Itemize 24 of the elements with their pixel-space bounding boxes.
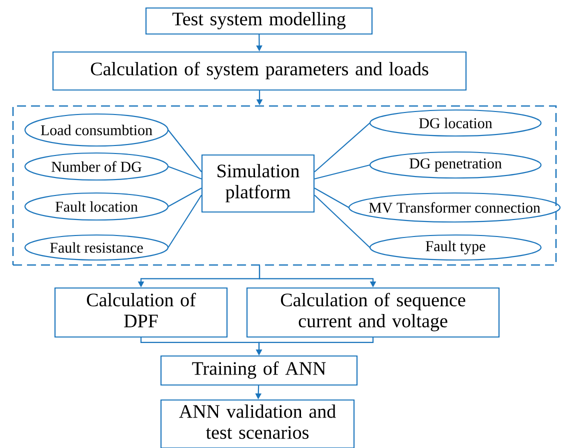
- ellipse-node: Number of DG: [24, 152, 169, 181]
- ellipse-node: Fault type: [369, 234, 542, 261]
- connector: [168, 130, 202, 172]
- ellipse-node: Load consumbtion: [24, 113, 169, 147]
- ellipse-node: Fault resistance: [24, 234, 169, 261]
- process-box: Simulation platform: [201, 154, 315, 213]
- connector: [314, 164, 370, 180]
- process-box: Calculation of DPF: [54, 287, 228, 338]
- process-box: Training of ANN: [160, 355, 358, 386]
- connector: [314, 194, 370, 248]
- dashed-frame: [12, 105, 557, 266]
- process-box: Calculation of sequence current and voltage: [246, 287, 500, 338]
- connector: [168, 194, 202, 248]
- ellipse-node: DG location: [369, 109, 542, 137]
- process-box: ANN validation and test scenarios: [160, 399, 355, 448]
- process-box: Test system modelling: [145, 7, 373, 35]
- connector: [314, 122, 370, 172]
- connector: [168, 166, 202, 180]
- connector: [314, 188, 350, 208]
- ellipse-node: MV Transformer connection: [348, 192, 561, 223]
- ellipse-node: Fault location: [24, 192, 169, 221]
- connector: [168, 188, 202, 207]
- ellipse-node: DG penetration: [369, 151, 542, 179]
- process-box: Calculation of system parameters and loads: [52, 51, 467, 91]
